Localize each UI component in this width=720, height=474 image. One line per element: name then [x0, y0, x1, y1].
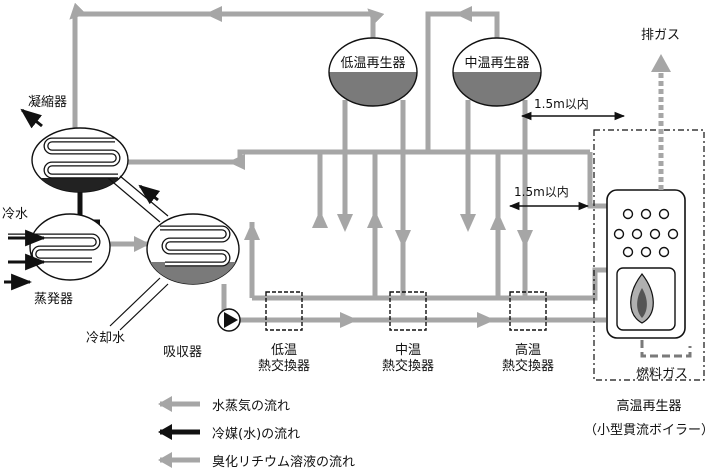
hx-mid-label-1: 中温 [395, 343, 421, 358]
legend: 水蒸気の流れ 冷媒(水)の流れ 臭化リチウム溶液の流れ [158, 396, 355, 470]
high-temp-regenerator: 燃料ガス 高温再生器 （小型貫流ボイラー） [584, 129, 714, 438]
absorber: 吸収器 [146, 213, 240, 360]
pipe-top-loop [69, 2, 385, 130]
low-temp-regenerator: 低温再生器 [328, 37, 418, 107]
fuel-gas-label: 燃料ガス [636, 366, 688, 382]
mid-regen-label: 中温再生器 [464, 56, 529, 71]
hx-mid: 中温 熱交換器 [382, 291, 434, 374]
chilled-water-label: 冷水 [2, 207, 28, 222]
pump [217, 308, 241, 332]
hx-high-label-2: 熱交換器 [502, 358, 554, 374]
hx-high-label-1: 高温 [515, 342, 541, 358]
condenser: 凝縮器 [28, 94, 129, 193]
cooling-water-label: 冷却水 [86, 331, 125, 346]
high-regen-subtitle: （小型貫流ボイラー） [584, 423, 714, 438]
high-regen-title: 高温再生器 [616, 398, 681, 414]
absorber-label: 吸収器 [163, 345, 202, 360]
hx-low: 低温 熱交換器 [258, 291, 310, 374]
exhaust: 排ガス [641, 28, 680, 190]
legend-refrigerant: 冷媒(水)の流れ [158, 424, 300, 442]
hx-high: 高温 熱交換器 [502, 291, 554, 374]
distance-notes: 1.5m以内 1.5m以内 [508, 97, 626, 211]
legend-steam-label: 水蒸気の流れ [212, 398, 290, 414]
hx-low-label-1: 低温 [271, 343, 297, 358]
legend-refrigerant-label: 冷媒(水)の流れ [212, 427, 300, 442]
hx-mid-label-2: 熱交換器 [382, 358, 434, 374]
distance-lower: 1.5m以内 [514, 185, 569, 199]
burner-tubes [613, 208, 679, 258]
legend-solution-label: 臭化リチウム溶液の流れ [212, 455, 355, 470]
legend-solution: 臭化リチウム溶液の流れ [158, 452, 355, 470]
hx-low-label-2: 熱交換器 [258, 358, 310, 374]
pipe-network [69, 2, 610, 323]
evaporator-label: 蒸発器 [34, 292, 73, 307]
legend-steam: 水蒸気の流れ [158, 396, 290, 414]
mid-temp-regenerator: 中温再生器 [452, 37, 542, 107]
distance-upper: 1.5m以内 [534, 97, 589, 111]
exhaust-label: 排ガス [641, 28, 680, 43]
refrigerant-arrows [4, 108, 161, 291]
fuel-gas-line [640, 340, 692, 358]
condenser-label: 凝縮器 [28, 94, 67, 110]
pipe-high-link [587, 152, 610, 209]
flame-inner [637, 288, 647, 318]
flow-arrows [134, 6, 533, 328]
low-regen-label: 低温再生器 [340, 56, 405, 71]
pipe-bottom-2 [252, 267, 610, 301]
